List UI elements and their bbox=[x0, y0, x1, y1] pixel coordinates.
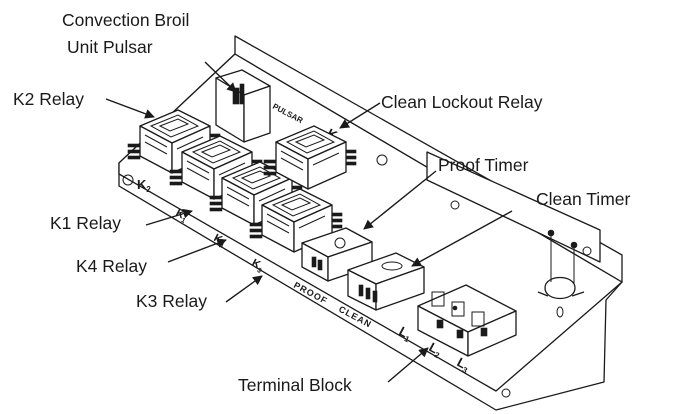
flange-right-step bbox=[426, 151, 601, 263]
k4-relay-leader bbox=[167, 238, 227, 263]
plate-slot bbox=[556, 306, 564, 318]
proof-timer-label: Proof Timer bbox=[438, 155, 529, 175]
clean-timer bbox=[347, 252, 425, 311]
clean-timer-leader bbox=[411, 210, 513, 267]
convection-broil-pulsar bbox=[215, 69, 271, 143]
k3-relay-label: K3 Relay bbox=[136, 291, 208, 311]
k2-relay-label: K2 Relay bbox=[13, 89, 85, 109]
clean-lockout-relay-label: Clean Lockout Relay bbox=[381, 92, 543, 112]
convection-broil-leader bbox=[204, 61, 237, 93]
leader-arrows bbox=[105, 61, 513, 383]
convection-broil-label-line-1: Convection Broil bbox=[62, 10, 190, 30]
flange-hole-2 bbox=[450, 200, 460, 210]
k2-relay-leader bbox=[105, 98, 155, 119]
k1-relay-leader bbox=[145, 208, 193, 226]
terminal-block bbox=[417, 284, 517, 357]
flange-hole-1 bbox=[376, 154, 388, 166]
terminal-block-leader bbox=[387, 347, 429, 383]
proof-timer bbox=[301, 227, 373, 282]
proof-timer-leader bbox=[363, 170, 437, 230]
clean-lockout-leader bbox=[339, 102, 381, 129]
k3-relay-leader bbox=[225, 275, 263, 303]
k2-marking: K2 bbox=[137, 177, 151, 194]
flange-hole-3 bbox=[582, 246, 592, 256]
terminal-block-label: Terminal Block bbox=[238, 375, 352, 395]
convection-broil-label-line-2: Unit Pulsar bbox=[67, 37, 153, 57]
k3-marking: K3 bbox=[249, 257, 266, 275]
cable-clamp bbox=[537, 229, 585, 300]
plate-hole-left bbox=[122, 174, 134, 186]
k1-relay-label: K1 Relay bbox=[50, 213, 122, 233]
plate-hole-right bbox=[501, 388, 511, 398]
clean-timer-label: Clean Timer bbox=[536, 189, 631, 209]
k4-relay-label: K4 Relay bbox=[76, 256, 148, 276]
